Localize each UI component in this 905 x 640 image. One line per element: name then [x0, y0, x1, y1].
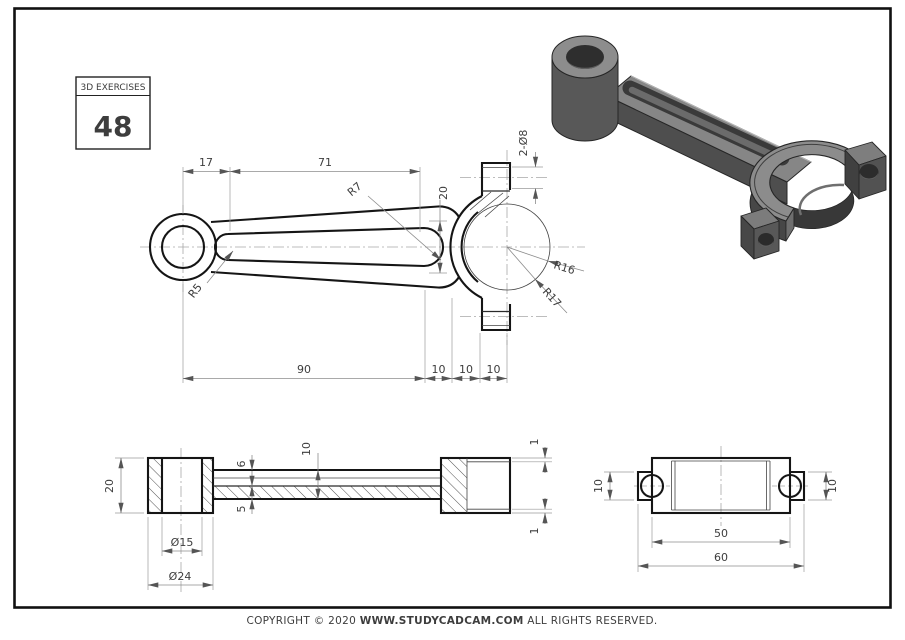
dim-90: 90 — [297, 363, 311, 376]
left-tab — [636, 470, 652, 502]
dim-10-left: 10 — [592, 479, 605, 493]
big-end-r16-circle — [463, 203, 551, 291]
front-view: 20 Ø15 Ø24 6 5 10 1 1 — [103, 439, 552, 592]
shank-outer-bottom — [210, 270, 460, 289]
dim-1-top: 1 — [528, 439, 541, 446]
dim-50: 50 — [714, 527, 728, 540]
big-end-section — [441, 458, 467, 513]
right-hole — [777, 473, 803, 499]
big-end-r17-arc — [460, 211, 479, 283]
exercise-number: 48 — [94, 110, 133, 143]
left-hole — [639, 473, 665, 499]
copyright-suffix: ALL RIGHTS RESERVED. — [524, 615, 658, 627]
dim-10-2: 10 — [459, 363, 473, 376]
boss-left-section — [148, 458, 162, 513]
side-view: 10 10 50 60 — [592, 446, 839, 572]
big-end-top-face — [749, 140, 869, 222]
bottom-lug-outline — [480, 298, 512, 332]
dim-1-bottom: 1 — [528, 528, 541, 535]
shank-outer-top — [210, 205, 460, 224]
big-end-block-outline — [439, 456, 512, 515]
dim-60: 60 — [714, 551, 728, 564]
isometric-view — [551, 35, 887, 260]
dim-r16: R16 — [552, 258, 576, 277]
bearing-groove-ring — [754, 143, 865, 218]
channel-floor — [628, 86, 785, 163]
dim-6: 6 — [235, 461, 248, 468]
saddle-highlight — [798, 183, 845, 216]
copyright-prefix: COPYRIGHT © 2020 — [246, 615, 359, 627]
top-lug-section-hatch — [469, 191, 510, 218]
small-end-bore-circle — [160, 224, 206, 270]
right-lug — [844, 141, 887, 200]
dim-dia15: Ø15 — [171, 536, 194, 549]
dim-10-right: 10 — [826, 479, 839, 493]
boss-right-section — [202, 458, 213, 513]
dim-10-front: 10 — [300, 442, 313, 456]
dim-17: 17 — [199, 156, 213, 169]
right-lug-hole — [859, 164, 879, 180]
copyright-line: COPYRIGHT © 2020 WWW.STUDYCADCAM.COM ALL… — [246, 615, 657, 627]
shank-slot — [213, 226, 444, 268]
title-block: 3D EXERCISES 48 — [75, 76, 151, 150]
dim-20-top-view: 20 — [437, 186, 450, 200]
title-block-frame — [75, 76, 151, 150]
dim-10-3: 10 — [487, 363, 501, 376]
top-lug-outline — [480, 161, 512, 196]
saddle-inner-wall — [793, 170, 855, 230]
dim-71: 71 — [318, 156, 332, 169]
web-section — [213, 486, 441, 499]
dim-dia24: Ø24 — [169, 570, 192, 583]
bottom-lug — [740, 207, 780, 260]
boss-bore — [566, 45, 604, 69]
end-view-body — [650, 456, 792, 515]
right-tab — [790, 470, 806, 502]
dim-5: 5 — [235, 506, 248, 513]
exercise-series-label: 3D EXERCISES — [81, 83, 146, 93]
dim-10-1: 10 — [432, 363, 446, 376]
dim-20-front: 20 — [103, 479, 116, 493]
copyright-site: WWW.STUDYCADCAM.COM — [360, 615, 524, 627]
bottom-lug-hole — [758, 233, 774, 247]
big-end-outer-arc — [449, 195, 483, 299]
top-view: 17 71 20 2-Ø8 R5 R7 R16 R17 9 — [140, 130, 585, 383]
dim-2xdia8: 2-Ø8 — [517, 130, 530, 157]
